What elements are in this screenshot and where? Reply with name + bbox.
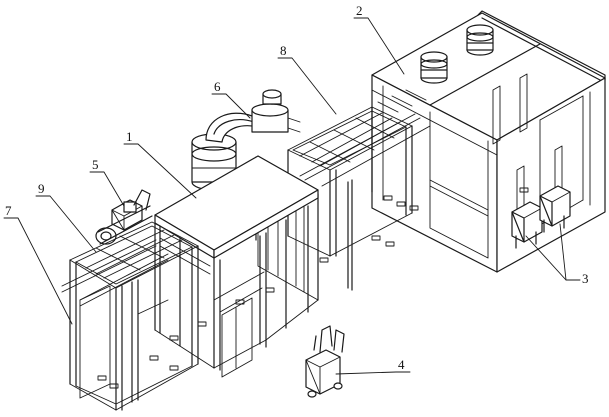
callout-1: 1 [126, 129, 133, 144]
callout-9: 9 [38, 181, 45, 196]
spray-booth [154, 155, 319, 378]
callout-2: 2 [356, 3, 363, 18]
callout-3: 3 [582, 271, 589, 286]
callout-4: 4 [398, 357, 405, 372]
exhaust-fan-left [420, 51, 448, 84]
leader-lines [3, 17, 581, 375]
callout-labels: 1 2 3 4 5 6 7 8 9 [5, 3, 589, 372]
callout-7: 7 [5, 203, 12, 218]
powder-supply-cart [305, 325, 345, 398]
recovery-units [511, 185, 571, 249]
callout-8: 8 [280, 43, 287, 58]
left-conveyor-frame [61, 221, 199, 411]
cyclone-separator [191, 89, 301, 191]
spray-gun-unit [95, 189, 153, 245]
exhaust-fan-right [466, 24, 494, 56]
oven-booth [371, 10, 606, 273]
callout-6: 6 [214, 79, 221, 94]
callout-5: 5 [92, 157, 99, 172]
